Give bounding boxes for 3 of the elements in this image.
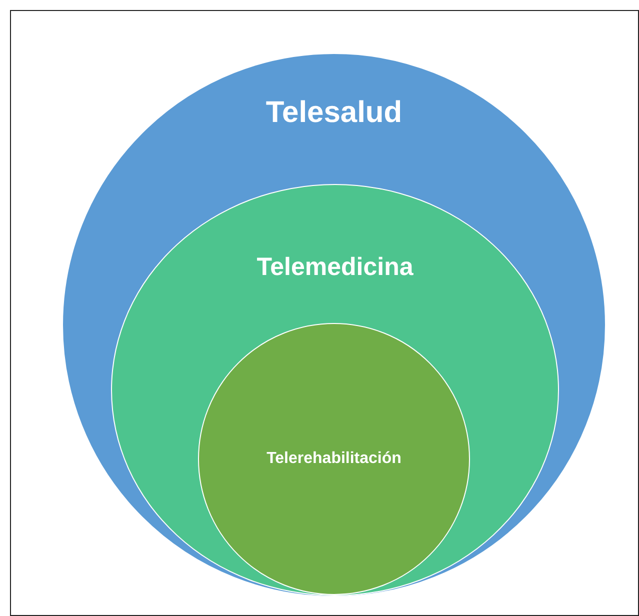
circle-label: Telerehabilitación [266, 450, 402, 468]
circle-label: Telemedicina [256, 253, 414, 282]
circle-label: Telesalud [264, 96, 404, 130]
